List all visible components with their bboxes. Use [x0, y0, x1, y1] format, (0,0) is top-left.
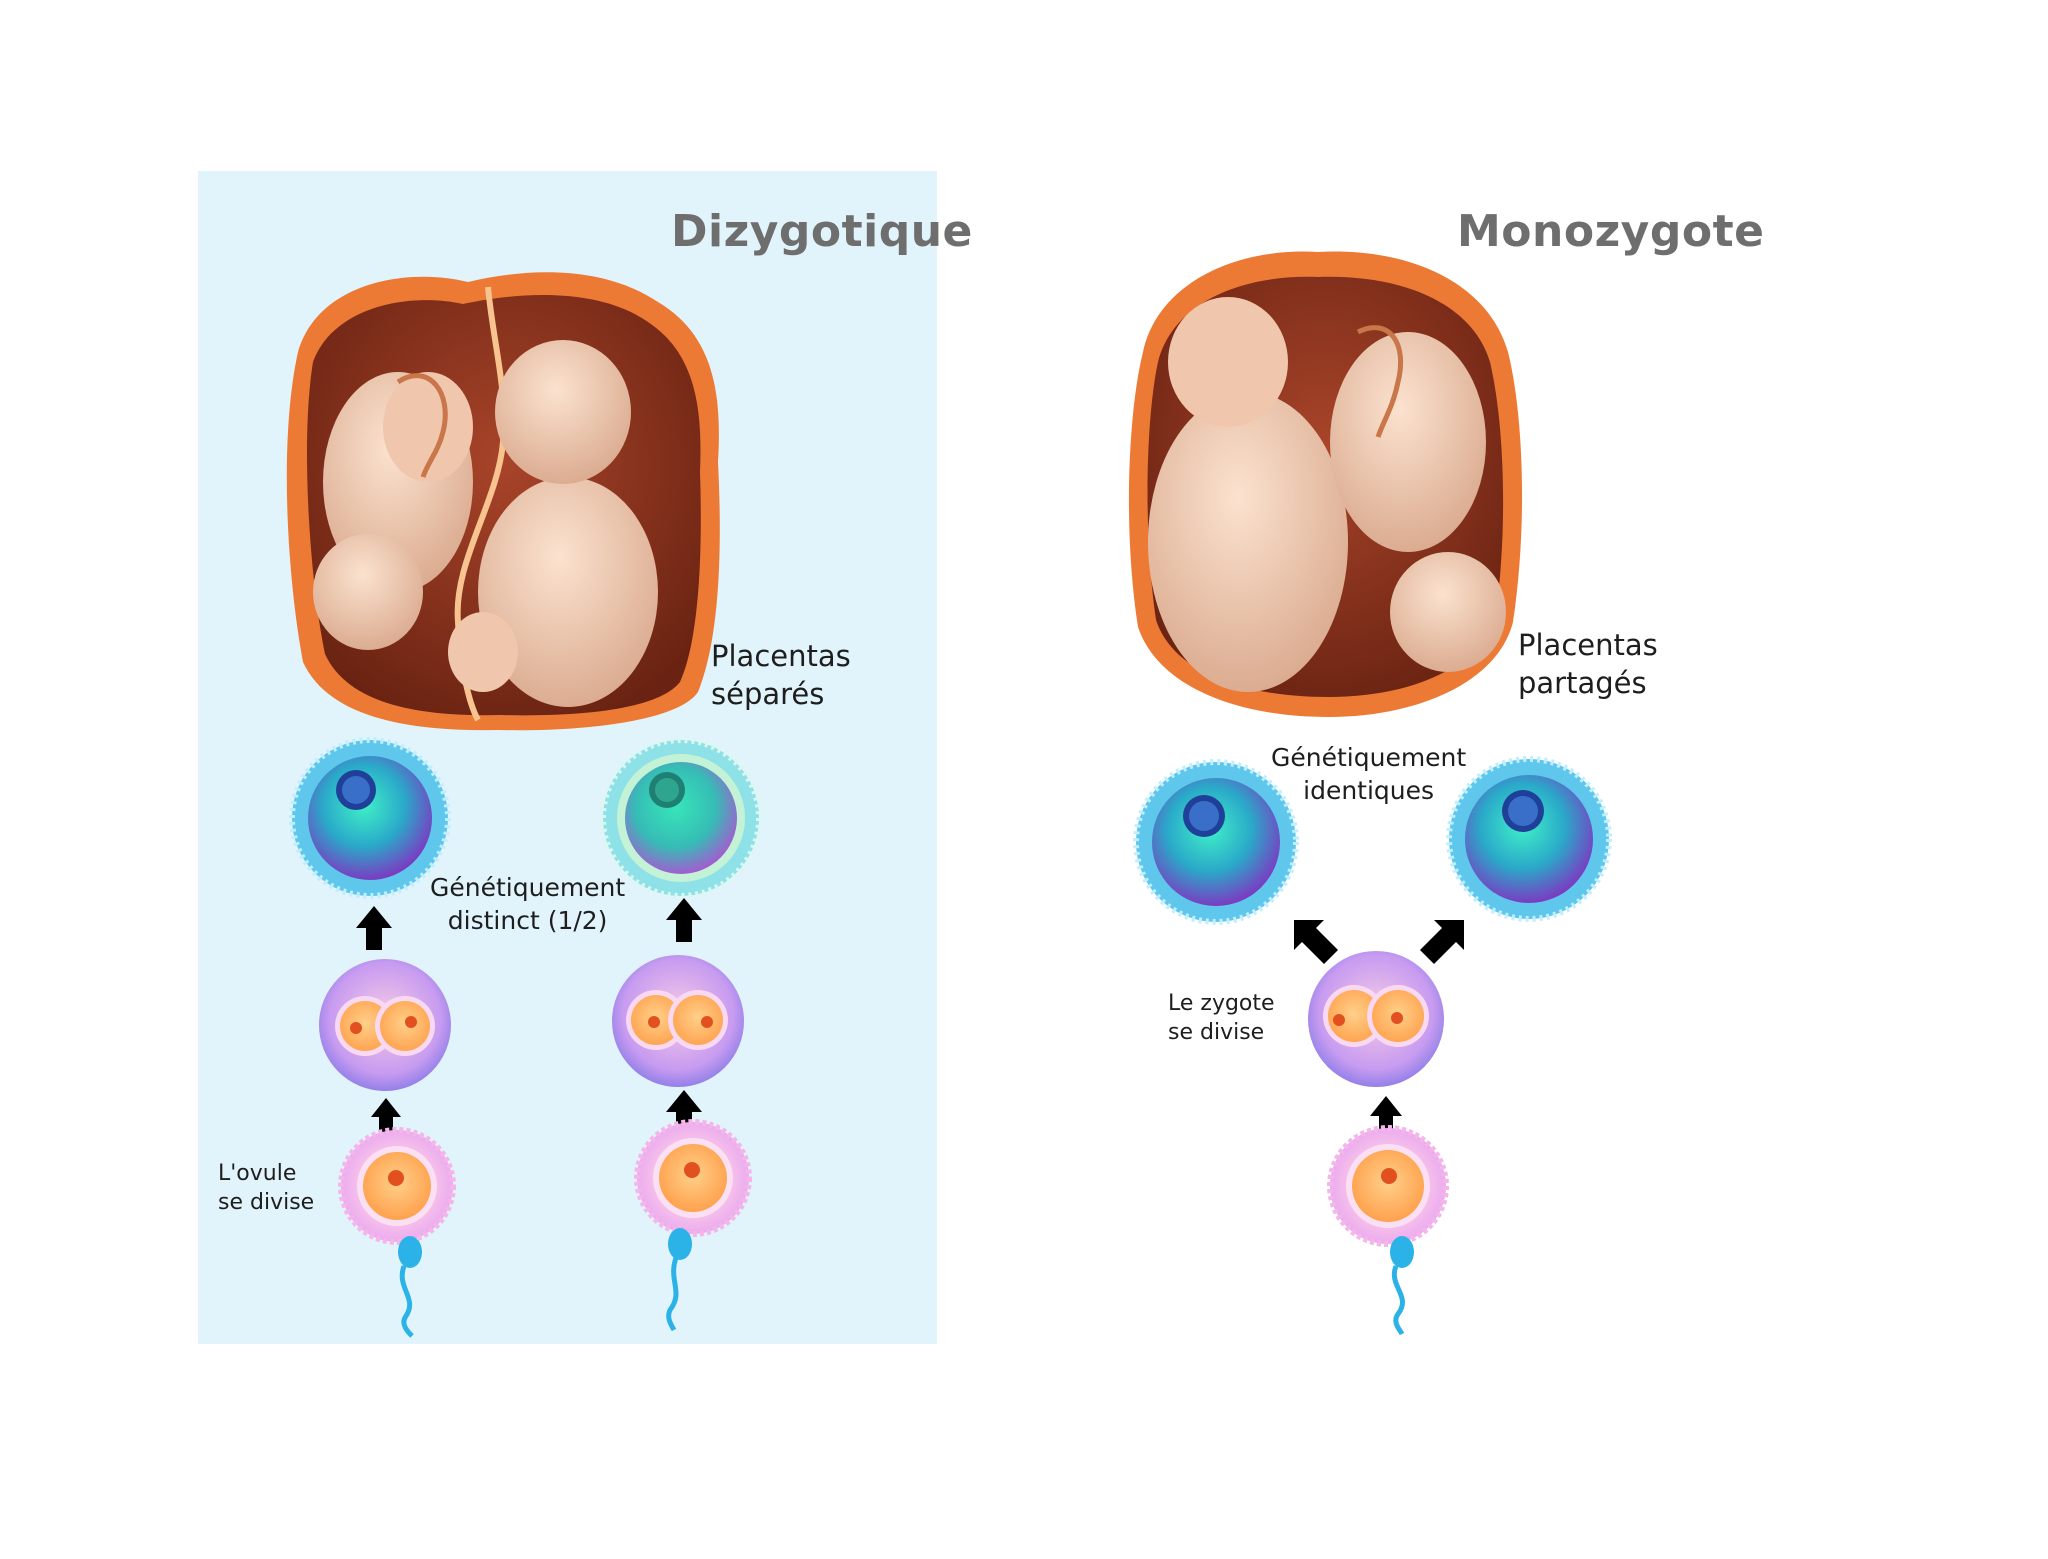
dizygotic-genetic-label-line2: distinct (1/2) [447, 905, 608, 935]
dizygotic-genetic-label-line1: Génétiquement [430, 873, 626, 902]
two-cell-embryo-dz-right [612, 955, 744, 1087]
dizygotic-placenta-label: Placentas séparés [711, 638, 851, 713]
arrow-up-left-icon [1294, 920, 1338, 964]
monozygotic-placenta-label-line2: partagés [1518, 665, 1647, 700]
blastocyst-dz-left [289, 737, 451, 899]
monozygotic-title: Monozygote [1457, 206, 1765, 257]
dizygotic-ovum-label: L'ovule se divise [218, 1160, 314, 1217]
monozygotic-zygote-label: Le zygote se divise [1168, 990, 1275, 1047]
monozygotic-zygote-label-line1: Le zygote [1168, 991, 1275, 1016]
dizygotic-placenta-label-line1: Placentas [711, 639, 851, 673]
dizygotic-ovum-label-line2: se divise [218, 1189, 315, 1215]
two-cell-embryo-mz [1308, 951, 1444, 1087]
blastocyst-mz-right [1446, 756, 1612, 922]
blastocyst-mz-left [1133, 759, 1299, 925]
monozygotic-placenta-label: Placentas partagés [1518, 627, 1658, 702]
dizygotic-title: Dizygotique [671, 206, 973, 257]
arrow-up-icon [371, 1098, 401, 1136]
arrow-up-icon [666, 898, 702, 942]
arrow-up-icon [666, 1090, 702, 1134]
monozygotic-zygote-label-line2: se divise [1168, 1019, 1265, 1045]
fetus-left-icon [313, 372, 473, 650]
ovum-with-sperm-dz-right [634, 1119, 752, 1332]
arrow-up-icon [356, 906, 392, 950]
ovum-with-sperm-dz-left [338, 1127, 456, 1338]
monozygotic-uterus-illustration [1128, 251, 1523, 717]
dizygotic-uterus-illustration [286, 272, 720, 731]
dizygotic-placenta-label-line2: séparés [711, 676, 825, 711]
monozygotic-genetic-label-line1: Génétiquement [1271, 743, 1467, 772]
ovum-with-sperm-mz [1327, 1125, 1449, 1336]
fetus-right-icon [448, 340, 658, 707]
monozygotic-genetic-label: Génétiquement identiques [1271, 742, 1466, 807]
arrow-up-right-icon [1420, 920, 1464, 964]
fetus-right-icon [1330, 325, 1506, 672]
blastocyst-dz-right [600, 737, 762, 899]
monozygotic-placenta-label-line1: Placentas [1518, 628, 1658, 662]
fetus-left-icon [1148, 297, 1348, 692]
dizygotic-ovum-label-line1: L'ovule [218, 1161, 297, 1186]
monozygotic-genetic-label-line2: identiques [1303, 775, 1435, 805]
dizygotic-genetic-label: Génétiquement distinct (1/2) [430, 872, 625, 937]
two-cell-embryo-dz-left [319, 959, 451, 1091]
arrow-up-icon [1370, 1096, 1402, 1136]
